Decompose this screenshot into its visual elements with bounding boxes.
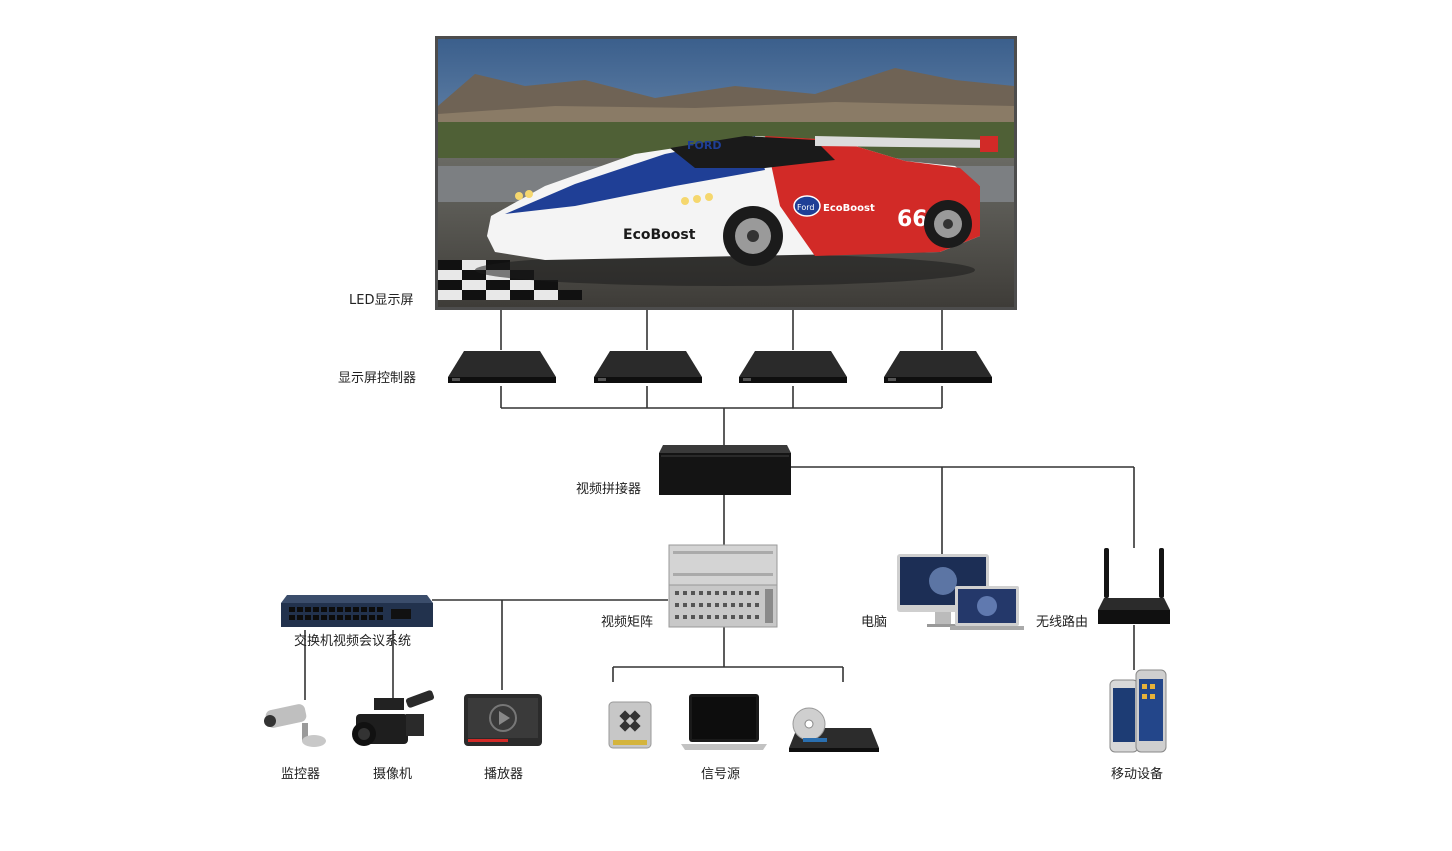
label-screen-controller: 显示屏控制器 <box>338 371 417 386</box>
label-led-screen: LED显示屏 <box>349 293 414 308</box>
laptop <box>681 694 767 750</box>
label-monitor-camera: 监控器 <box>281 767 321 782</box>
car-side-text: EcoBoost <box>623 227 696 243</box>
led-screen: FORD Ford EcoBoost EcoBoost 66 <box>435 36 1017 310</box>
screen-controller-4 <box>884 351 992 383</box>
label-mobile-device: 移动设备 <box>1111 767 1164 782</box>
screen-controller-1 <box>448 351 556 383</box>
car-door-text: EcoBoost <box>823 203 875 214</box>
computer <box>897 554 1024 630</box>
hard-drive <box>608 701 652 749</box>
media-player <box>464 694 542 746</box>
wireless-router <box>1098 548 1170 624</box>
label-video-splicer: 视频拼接器 <box>576 482 642 497</box>
dvd-player <box>789 707 879 752</box>
surveillance-camera <box>264 704 326 747</box>
label-video-matrix: 视频矩阵 <box>601 615 654 630</box>
car-number: 66 <box>897 207 928 232</box>
video-splicer <box>659 445 791 495</box>
network-switch <box>281 595 433 627</box>
car-brand-text: FORD <box>687 139 721 152</box>
screen-controller-3 <box>739 351 847 383</box>
camcorder <box>352 690 435 746</box>
label-player: 播放器 <box>484 767 524 782</box>
label-signal-source: 信号源 <box>701 767 741 782</box>
screen-controller-2 <box>594 351 702 383</box>
video-matrix <box>668 544 778 628</box>
mobile-devices <box>1109 669 1167 753</box>
label-camcorder: 摄像机 <box>373 767 413 782</box>
car-logo-text: Ford <box>797 203 814 212</box>
label-switch-conference: 交换机视频会议系统 <box>294 634 412 649</box>
race-car: FORD Ford EcoBoost EcoBoost 66 <box>475 136 998 286</box>
label-wireless-router: 无线路由 <box>1036 615 1089 630</box>
label-computer: 电脑 <box>861 615 888 630</box>
